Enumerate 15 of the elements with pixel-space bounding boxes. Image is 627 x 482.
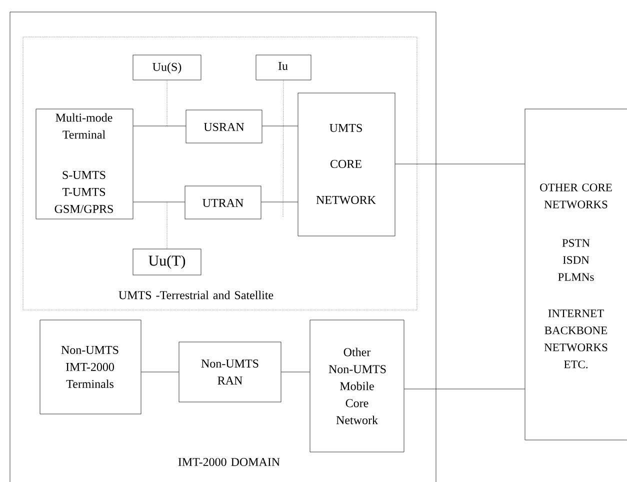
network-box: Non-UMTS RAN — [178, 342, 282, 402]
core-network-box: Other Non-UMTS Mobile Core Network — [310, 320, 404, 452]
connector-line — [404, 388, 525, 390]
network-box: OTHER CORE NETWORKS PSTN ISDN PLMNs INTERNET BACKBONE NETWORKS ETC. — [524, 108, 627, 440]
leader-line — [166, 202, 168, 249]
terminal-box: Multi-mode Terminal S-UMTS T-UMTS GSM/GPRS — [36, 108, 134, 220]
terminal-box: Non-UMTS IMT-2000 Terminals — [40, 320, 142, 414]
leader-line — [282, 80, 284, 218]
interface-box: Uu(T) — [132, 248, 202, 276]
leader-line — [166, 80, 168, 126]
interface-box: Iu — [256, 54, 312, 80]
network-box: USRAN — [186, 110, 262, 144]
core-network-box: UMTS CORE NETWORK — [298, 92, 396, 236]
network-box: UTRAN — [184, 186, 262, 220]
interface-box: Uu(S) — [132, 54, 202, 80]
